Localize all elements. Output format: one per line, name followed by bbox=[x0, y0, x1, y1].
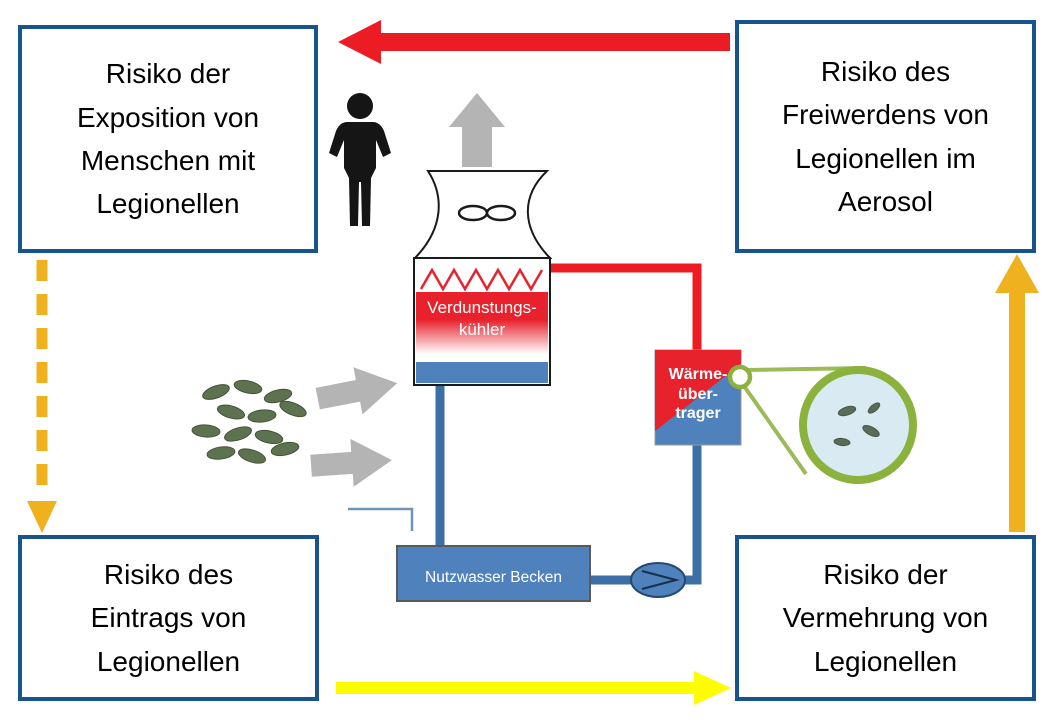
bacteria-entry-arrow-lower bbox=[310, 438, 392, 487]
makeup-water-pipe bbox=[348, 507, 414, 531]
person-silhouette-icon bbox=[329, 93, 391, 226]
emission-up-arrow bbox=[449, 93, 505, 167]
exposure-to-entry-dashed-arrow bbox=[27, 260, 57, 533]
growth-to-release-arrow bbox=[995, 254, 1039, 532]
spray-nozzles bbox=[419, 267, 544, 292]
aerosol-to-exposure-arrow bbox=[338, 20, 730, 64]
risk-box-freiwerden: Risiko des Freiwerdens von Legionellen i… bbox=[735, 20, 1036, 253]
cooler-water-band bbox=[416, 362, 548, 383]
cooling-tower-fan-icon bbox=[457, 204, 517, 222]
hot-water-pipe bbox=[545, 263, 702, 354]
risk-box-eintrag-text: Risiko des Eintrags von Legionellen bbox=[90, 558, 247, 677]
cooler-label-band bbox=[416, 292, 548, 354]
bacteria-entry-arrow-upper bbox=[315, 367, 398, 415]
cooling-tower bbox=[412, 170, 553, 386]
risk-box-vermehrung: Risiko der Vermehrung von Legionellen bbox=[735, 535, 1036, 701]
risk-box-vermehrung-text: Risiko der Vermehrung von Legionellen bbox=[782, 558, 989, 677]
cold-water-pipes bbox=[435, 380, 702, 585]
risk-box-eintrag: Risiko des Eintrags von Legionellen bbox=[18, 535, 319, 701]
heat-exchanger bbox=[654, 349, 742, 446]
magnified-bacteria-view-icon bbox=[727, 364, 917, 484]
legionella-bacteria-icon bbox=[191, 379, 307, 464]
entry-to-growth-arrow bbox=[336, 671, 731, 705]
pump-icon bbox=[630, 562, 686, 598]
risk-box-freiwerden-text: Risiko des Freiwerdens von Legionellen i… bbox=[782, 55, 989, 217]
risk-box-exposition-text: Risiko der Exposition von Menschen mit L… bbox=[76, 58, 260, 220]
water-basin bbox=[396, 545, 591, 602]
risk-box-exposition: Risiko der Exposition von Menschen mit L… bbox=[18, 25, 318, 253]
